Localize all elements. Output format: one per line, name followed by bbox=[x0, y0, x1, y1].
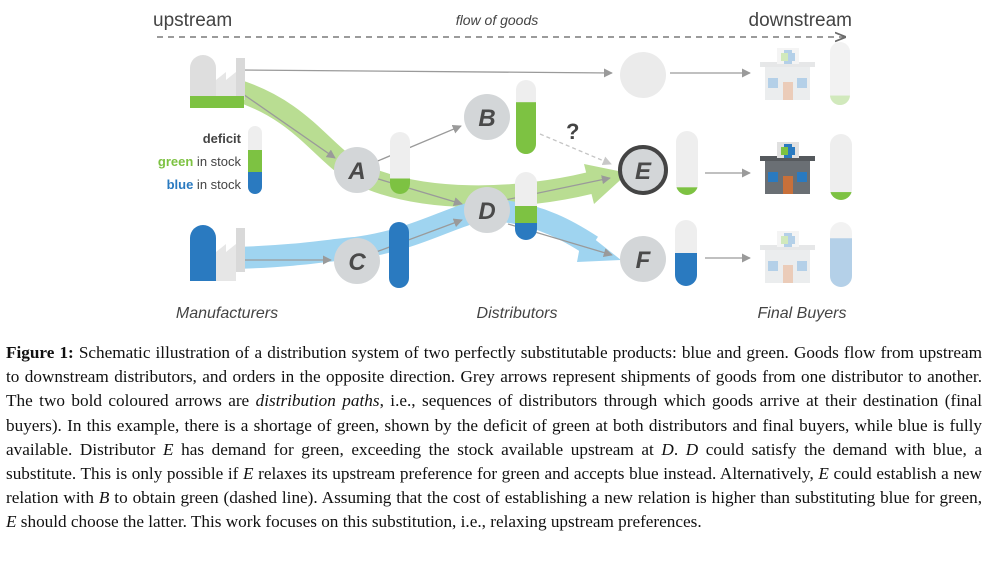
figure-label: Figure 1: bbox=[6, 343, 74, 362]
stock-bar-b-fill bbox=[516, 102, 536, 154]
node-f-label: F bbox=[636, 247, 652, 274]
stock-bar-buyer-2-deficit bbox=[830, 134, 852, 200]
distribution-diagram: upstream flow of goods downstream ? d bbox=[153, 10, 853, 322]
caption-text-7: could establish a new relation with bbox=[6, 464, 982, 508]
caption-var-d-2: D bbox=[685, 439, 699, 459]
caption-emphasis-distribution-paths: distribution paths bbox=[255, 391, 380, 411]
caption-text-9: should choose the latter. This work focu… bbox=[16, 512, 702, 532]
manufacturer-blue bbox=[190, 225, 245, 281]
node-e: E bbox=[618, 145, 668, 195]
upstream-label: upstream bbox=[153, 10, 232, 31]
legend-blue-label: blue in stock bbox=[167, 177, 242, 192]
stock-bar-buyer-3-fill bbox=[830, 238, 852, 287]
legend-green-label: green in stock bbox=[158, 154, 242, 169]
stock-bar-a bbox=[390, 132, 410, 194]
caption-text-5: could satisfy the demand with blue, a su… bbox=[6, 439, 983, 484]
stock-bar-c-fill bbox=[389, 222, 409, 288]
stock-bar-buyer-2 bbox=[830, 134, 852, 200]
node-e-label: E bbox=[635, 158, 652, 185]
figure-caption: Figure 1: Schematic illustration of a di… bbox=[6, 341, 982, 535]
question-mark: ? bbox=[566, 119, 579, 144]
node-a: A bbox=[334, 147, 380, 193]
stock-bar-buyer-1-fill bbox=[830, 95, 850, 105]
stock-bar-d-blue-fill bbox=[515, 223, 537, 240]
caption-text-1: Schematic illustration of a distribution… bbox=[6, 343, 982, 411]
node-d: D bbox=[464, 187, 510, 233]
stock-bar-buyer-3-deficit bbox=[830, 222, 852, 287]
stock-bar-buyer-3 bbox=[830, 222, 852, 287]
flow-of-goods-label: flow of goods bbox=[456, 12, 539, 28]
caption-text-4: . bbox=[673, 439, 686, 459]
green-distribution-path bbox=[232, 79, 593, 208]
dashed-arrow-b-to-e bbox=[539, 133, 612, 166]
stock-bar-d bbox=[515, 172, 537, 240]
node-a-label: A bbox=[347, 158, 365, 185]
final-buyer-3-building-icon bbox=[760, 231, 815, 283]
legend-stock-bar bbox=[248, 126, 262, 194]
node-b-label: B bbox=[478, 105, 495, 132]
node-d-label: D bbox=[478, 198, 495, 225]
stock-bar-b bbox=[516, 80, 536, 154]
caption-var-e-3: E bbox=[818, 464, 829, 484]
stock-bar-buyer-2-fill bbox=[830, 192, 852, 200]
caption-var-e-4: E bbox=[6, 512, 17, 532]
stock-bar-f-fill bbox=[675, 253, 697, 286]
arrow-a-to-b bbox=[372, 124, 462, 164]
caption-var-e-2: E bbox=[243, 464, 254, 484]
stock-bar-d-green-fill bbox=[515, 206, 537, 223]
stock-bar-f bbox=[675, 220, 697, 286]
stock-bar-buyer-1-deficit bbox=[830, 42, 850, 105]
stock-bar-e-deficit bbox=[676, 131, 698, 195]
caption-text-2: , i.e., sequences of distributors throug… bbox=[6, 391, 982, 459]
final-buyer-1-building-icon bbox=[760, 48, 815, 100]
node-c-label: C bbox=[348, 249, 366, 276]
node-top-unnamed bbox=[620, 52, 666, 98]
arrow-mfr-to-top bbox=[239, 68, 613, 78]
stock-bar-buyer-1 bbox=[830, 42, 850, 105]
caption-var-e-1: E bbox=[162, 439, 174, 459]
arrow-a-to-d bbox=[374, 177, 463, 207]
caption-var-d-1: D bbox=[661, 439, 674, 459]
arrow-mfr-to-a bbox=[239, 91, 336, 159]
manufacturer-green bbox=[190, 55, 245, 108]
downstream-label: downstream bbox=[749, 10, 853, 31]
blue-distribution-path bbox=[235, 198, 598, 269]
stock-bar-a-fill bbox=[390, 178, 410, 194]
stock-bars bbox=[389, 42, 852, 288]
legend: deficit green in stock blue in stock bbox=[158, 126, 262, 194]
node-c: C bbox=[334, 238, 380, 284]
node-b: B bbox=[464, 94, 510, 140]
stock-bar-e-fill bbox=[676, 187, 698, 195]
stock-bar-e bbox=[676, 131, 698, 195]
caption-text-6: relaxes its upstream preference for gree… bbox=[253, 464, 819, 484]
legend-deficit-label: deficit bbox=[203, 131, 242, 146]
caption-var-b: B bbox=[98, 488, 110, 508]
column-label-final-buyers: Final Buyers bbox=[758, 305, 847, 322]
column-label-manufacturers: Manufacturers bbox=[176, 305, 278, 322]
stock-bar-c bbox=[389, 222, 409, 288]
caption-text-3: has demand for green, exceeding the stoc… bbox=[173, 439, 662, 459]
caption-text-8: to obtain green (dashed line). Assuming … bbox=[109, 488, 982, 508]
column-label-distributors: Distributors bbox=[477, 305, 558, 322]
diagram-canvas: upstream flow of goods downstream ? d bbox=[153, 10, 853, 322]
final-buyer-2-building-icon bbox=[760, 142, 815, 194]
node-f: F bbox=[620, 236, 666, 282]
